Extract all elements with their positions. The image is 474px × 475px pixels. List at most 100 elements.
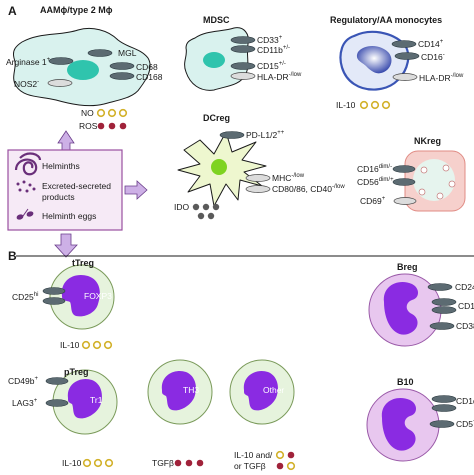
tr1-label: Tr1 [90, 395, 103, 405]
section-label-b: B [8, 249, 17, 263]
ido-label: IDO [174, 202, 190, 212]
b10-nucleus [381, 398, 416, 451]
receptor-cd11b [230, 45, 256, 53]
ttreg-foxp3-label: FOXP3 [84, 291, 112, 301]
dcreg-cd80-label: CD80/86, CD40-/low [272, 184, 345, 194]
es-products-line2: products [42, 192, 75, 202]
aam-cd168-label: CD168 [136, 72, 163, 82]
helminths-label: Helminths [42, 161, 80, 171]
aam-mgl-label: MGL [118, 48, 137, 58]
mdsc-title: MDSC [203, 15, 230, 25]
breg-cd1d-label: CD1dhi [458, 301, 474, 311]
aamono-nucleus [356, 46, 392, 74]
receptor-ttreg-cd25a [42, 287, 66, 295]
aamono-cd16-label: CD16- [421, 52, 445, 62]
other-nucleus [243, 370, 278, 411]
receptor-b10-cd1d-b [431, 404, 457, 412]
mdsc-cd33-label: CD33+ [257, 35, 283, 45]
helminth-worm-icon [14, 152, 42, 176]
ttreg-il10-label: IL-10 [60, 340, 80, 350]
receptor-dc-mhc [245, 174, 271, 182]
ros-label: ROS [79, 121, 98, 131]
ptreg-il10-label: IL-10 [62, 458, 82, 468]
nkreg-cd16-label: CD16dim/- [357, 164, 393, 174]
receptor-pdl [219, 131, 245, 139]
receptor-dc-cd80 [245, 185, 271, 193]
breg-nucleus [383, 282, 418, 335]
es-products-line1: Excreted-secreted [42, 181, 111, 191]
mono-il10-dots [359, 100, 391, 110]
receptor-cd68 [109, 62, 135, 70]
nkreg-inner [413, 159, 455, 201]
ptreg-cd49b-label: CD49b+ [8, 376, 38, 386]
ros-dots [97, 122, 127, 130]
receptor-mdsc-hladr [230, 72, 256, 80]
tr1-il10-dots [82, 458, 114, 468]
arrow-right [124, 180, 148, 200]
receptor-cd16-mono [394, 52, 420, 60]
other-label: Other [263, 385, 285, 395]
aamono-cd14-label: CD14+ [418, 39, 444, 49]
aam-cd68-label: CD68 [136, 62, 158, 72]
receptor-breg-cd24 [427, 283, 453, 291]
receptor-breg-cd38 [429, 322, 455, 330]
aam-nucleus [67, 60, 99, 80]
ptreg-il10-tgfb-line2: or TGFβ [234, 461, 266, 471]
nkreg-granules [418, 164, 456, 200]
receptor-b10-cd5 [429, 420, 455, 428]
aamono-hladr-label: HLA-DR-/low [419, 73, 464, 83]
receptor-cd15 [230, 62, 256, 70]
ptreg-tgfb-label: TGFβ [152, 458, 174, 468]
receptor-ttreg-cd25b [42, 297, 66, 305]
dcreg-nucleus [211, 159, 227, 175]
helminth-eggs-icon [16, 208, 34, 220]
th3-label: TH3 [183, 385, 200, 395]
helminth-eggs-label: Helminth eggs [42, 211, 97, 221]
receptor-arginase [48, 57, 74, 65]
ptreg-title: pTreg [64, 367, 89, 377]
receptor-cd168 [109, 72, 135, 80]
receptor-breg-cd1d-a [431, 298, 457, 306]
receptor-cd49b [45, 377, 69, 385]
receptor-b10-cd1d-a [431, 395, 457, 403]
b10-title: B10 [397, 377, 414, 387]
mdsc-hladr-label: HLA-DR-/low [257, 72, 302, 82]
mdsc-cd15-label: CD15+/- [257, 61, 286, 71]
ptreg-lag3-label: LAG3+ [12, 398, 38, 408]
receptor-lag3 [45, 399, 69, 407]
receptor-mono-hladr [392, 73, 418, 81]
receptor-nos2 [47, 79, 73, 87]
section-label-a: A [8, 4, 17, 18]
nkreg-title: NKreg [414, 136, 442, 146]
nkreg-cd56-label: CD56dim/+ [357, 177, 394, 187]
aam-title: AAMϕ/type 2 Mϕ [40, 5, 113, 15]
other-mixed-dots [275, 450, 296, 471]
excreted-secreted-icon [16, 180, 36, 193]
aam-nos2-label: NOS2- [14, 79, 40, 89]
ptreg-il10-tgfb-line1: IL-10 and/ [234, 450, 273, 460]
no-dots [96, 108, 128, 118]
dcreg-mhc-label: MHC-/low [272, 173, 305, 183]
ttreg-title: tTreg [72, 258, 95, 268]
dcreg-pdl-label: PD-L1/2++ [246, 130, 285, 140]
breg-cd24-label: CD24hi [455, 282, 474, 292]
ttreg-cd25-label: CD25hi [12, 292, 39, 302]
ttreg-nucleus [61, 274, 100, 317]
th3-tgfb-dots [174, 459, 204, 467]
breg-title: Breg [397, 262, 418, 272]
no-label: NO [81, 108, 94, 118]
mdsc-cd11b-label: CD11b+/- [257, 45, 290, 55]
receptor-cd33 [230, 36, 256, 44]
b10-cd1d-label: CD1dhi [456, 396, 474, 406]
receptor-breg-cd1d-b [431, 306, 457, 314]
receptor-nk-cd16 [392, 165, 416, 173]
b10-cd5-label: CD5+ [456, 419, 474, 429]
receptor-nk-cd56 [392, 178, 416, 186]
arrow-up [57, 130, 75, 151]
receptor-mgl [87, 49, 113, 57]
mdsc-nucleus [203, 52, 225, 68]
aamono-title: Regulatory/AA monocytes [330, 15, 443, 25]
aamono-il10-label: IL-10 [336, 100, 356, 110]
